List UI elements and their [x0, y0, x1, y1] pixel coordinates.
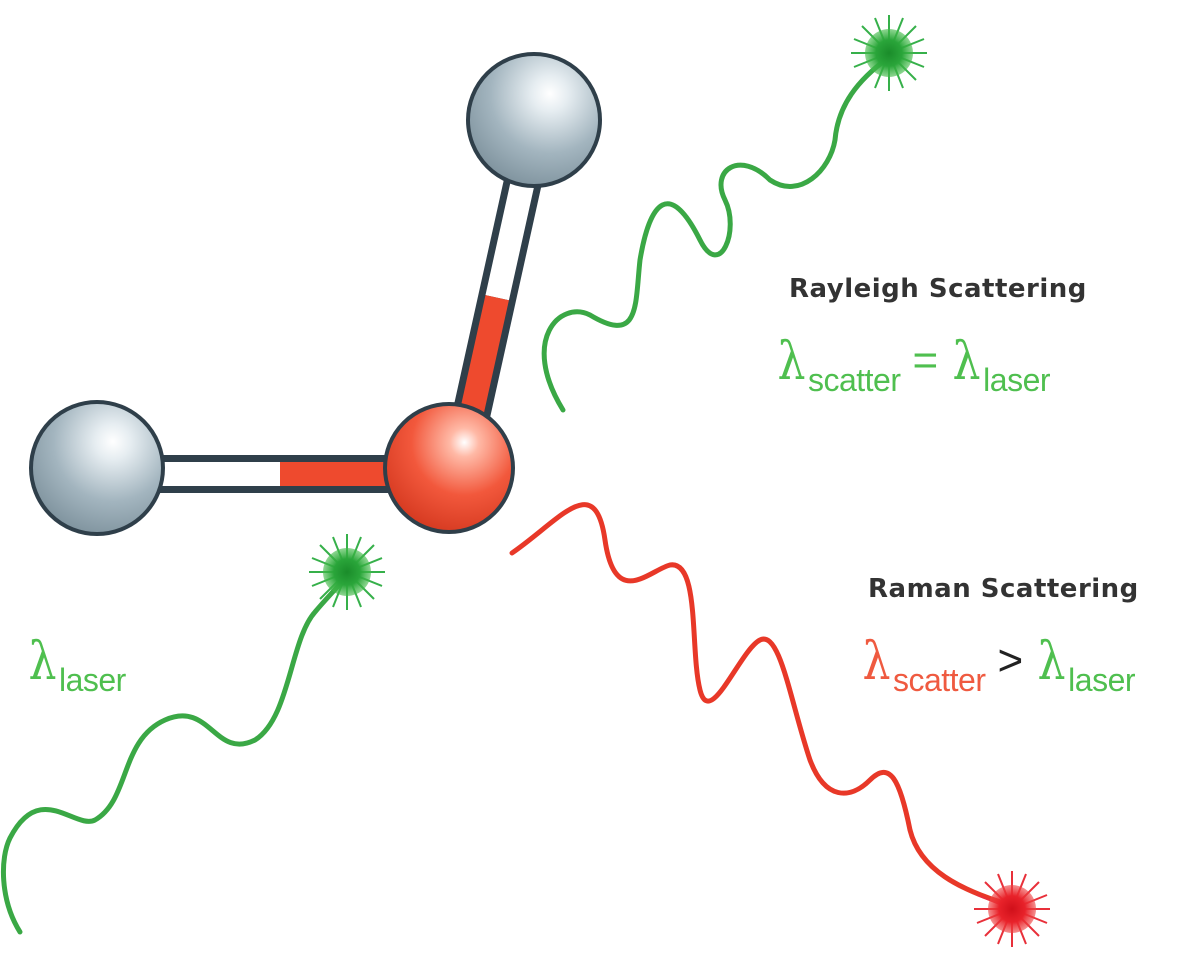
incident-laser-wave	[1, 575, 348, 935]
lambda-symbol: λ	[952, 332, 981, 392]
rayleigh-lhs-subscript: scatter	[807, 362, 901, 398]
oxygen-atom	[383, 402, 515, 534]
lambda-symbol: λ	[777, 332, 806, 392]
raman-operator: >	[997, 636, 1024, 685]
raman-photon	[974, 871, 1050, 947]
raman-rhs-subscript: laser	[1068, 662, 1136, 698]
hydrogen-atom-top	[466, 52, 602, 188]
rayleigh-formula: λscatter=λlaser	[775, 332, 1050, 396]
hydrogen-atom-left	[29, 400, 165, 536]
rayleigh-photon	[851, 15, 927, 91]
lambda-symbol: λ	[862, 632, 891, 692]
raman-heading: Raman Scattering	[868, 574, 1139, 604]
raman-scattered-wave	[509, 502, 1013, 908]
raman-lhs-subscript: scatter	[892, 662, 986, 698]
incident-photon	[309, 534, 385, 610]
incident-subscript: laser	[58, 662, 126, 698]
rayleigh-operator: =	[912, 336, 939, 385]
incident-label: λlaser	[26, 632, 126, 696]
rayleigh-heading: Rayleigh Scattering	[789, 274, 1087, 304]
lambda-symbol: λ	[1037, 632, 1066, 692]
lambda-symbol: λ	[28, 632, 57, 692]
rayleigh-scattered-wave	[541, 55, 891, 413]
rayleigh-rhs-subscript: laser	[983, 362, 1051, 398]
bond-left	[150, 455, 400, 493]
bond-top	[451, 171, 543, 426]
raman-formula: λscatter>λlaser	[860, 632, 1135, 696]
